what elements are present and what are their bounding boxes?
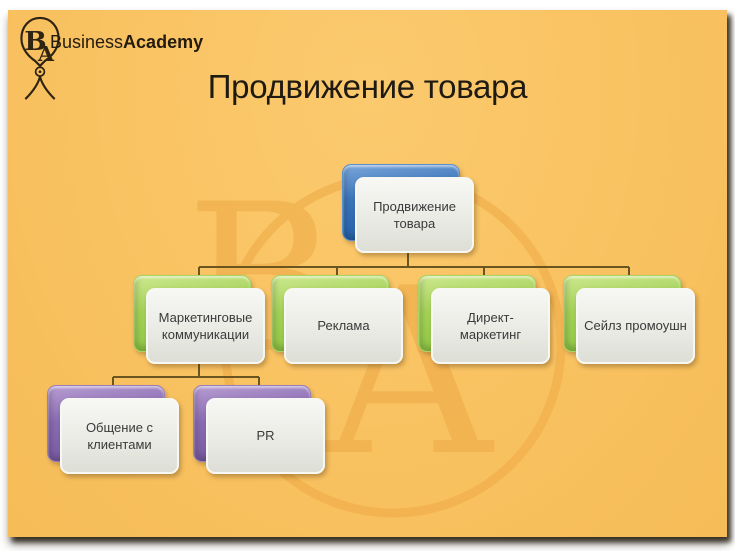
diagram-node-advertising: Реклама	[271, 275, 403, 364]
node-front-plate: Маркетинговые коммуникации	[146, 288, 265, 364]
diagram-node-direct-marketing: Директ-маркетинг	[418, 275, 550, 364]
ba-balloon-figure-icon: B A	[20, 16, 60, 100]
diagram-node-root: Продвижение товара	[342, 164, 474, 253]
node-label: Продвижение товара	[373, 198, 456, 231]
node-label: Маркетинговые коммуникации	[158, 309, 253, 342]
logo-letter-b: B	[24, 26, 46, 57]
node-front-plate: Сейлз промоушн	[576, 288, 695, 364]
brand-name-bold: Academy	[123, 32, 204, 52]
diagram-node-sales-promotion: Сейлз промоушн	[563, 275, 695, 364]
node-front-plate: Директ-маркетинг	[431, 288, 550, 364]
diagram-node-client-communication: Общение с клиентами	[47, 385, 179, 474]
node-label: Реклама	[317, 318, 370, 334]
node-front-plate: PR	[206, 398, 325, 474]
diagram-node-pr: PR	[193, 385, 325, 474]
node-label: Общение с клиентами	[85, 419, 154, 452]
node-label: PR	[256, 428, 275, 444]
diagram-node-marketing-communications: Маркетинговые коммуникации	[133, 275, 265, 364]
logo-letter-a: A	[37, 42, 55, 66]
logo: B A	[14, 14, 66, 107]
node-label: Сейлз промоушн	[584, 318, 687, 334]
node-front-plate: Реклама	[284, 288, 403, 364]
node-front-plate: Общение с клиентами	[60, 398, 179, 474]
brand-name-regular: Business	[50, 32, 124, 52]
node-label: Директ-маркетинг	[459, 309, 522, 342]
brand-name: BusinessAcademy	[50, 32, 203, 53]
node-front-plate: Продвижение товара	[355, 177, 474, 253]
slide-title: Продвижение товара	[207, 68, 528, 105]
presentation-slide: B A B A BusinessAcademy Продвижение това…	[8, 10, 727, 537]
